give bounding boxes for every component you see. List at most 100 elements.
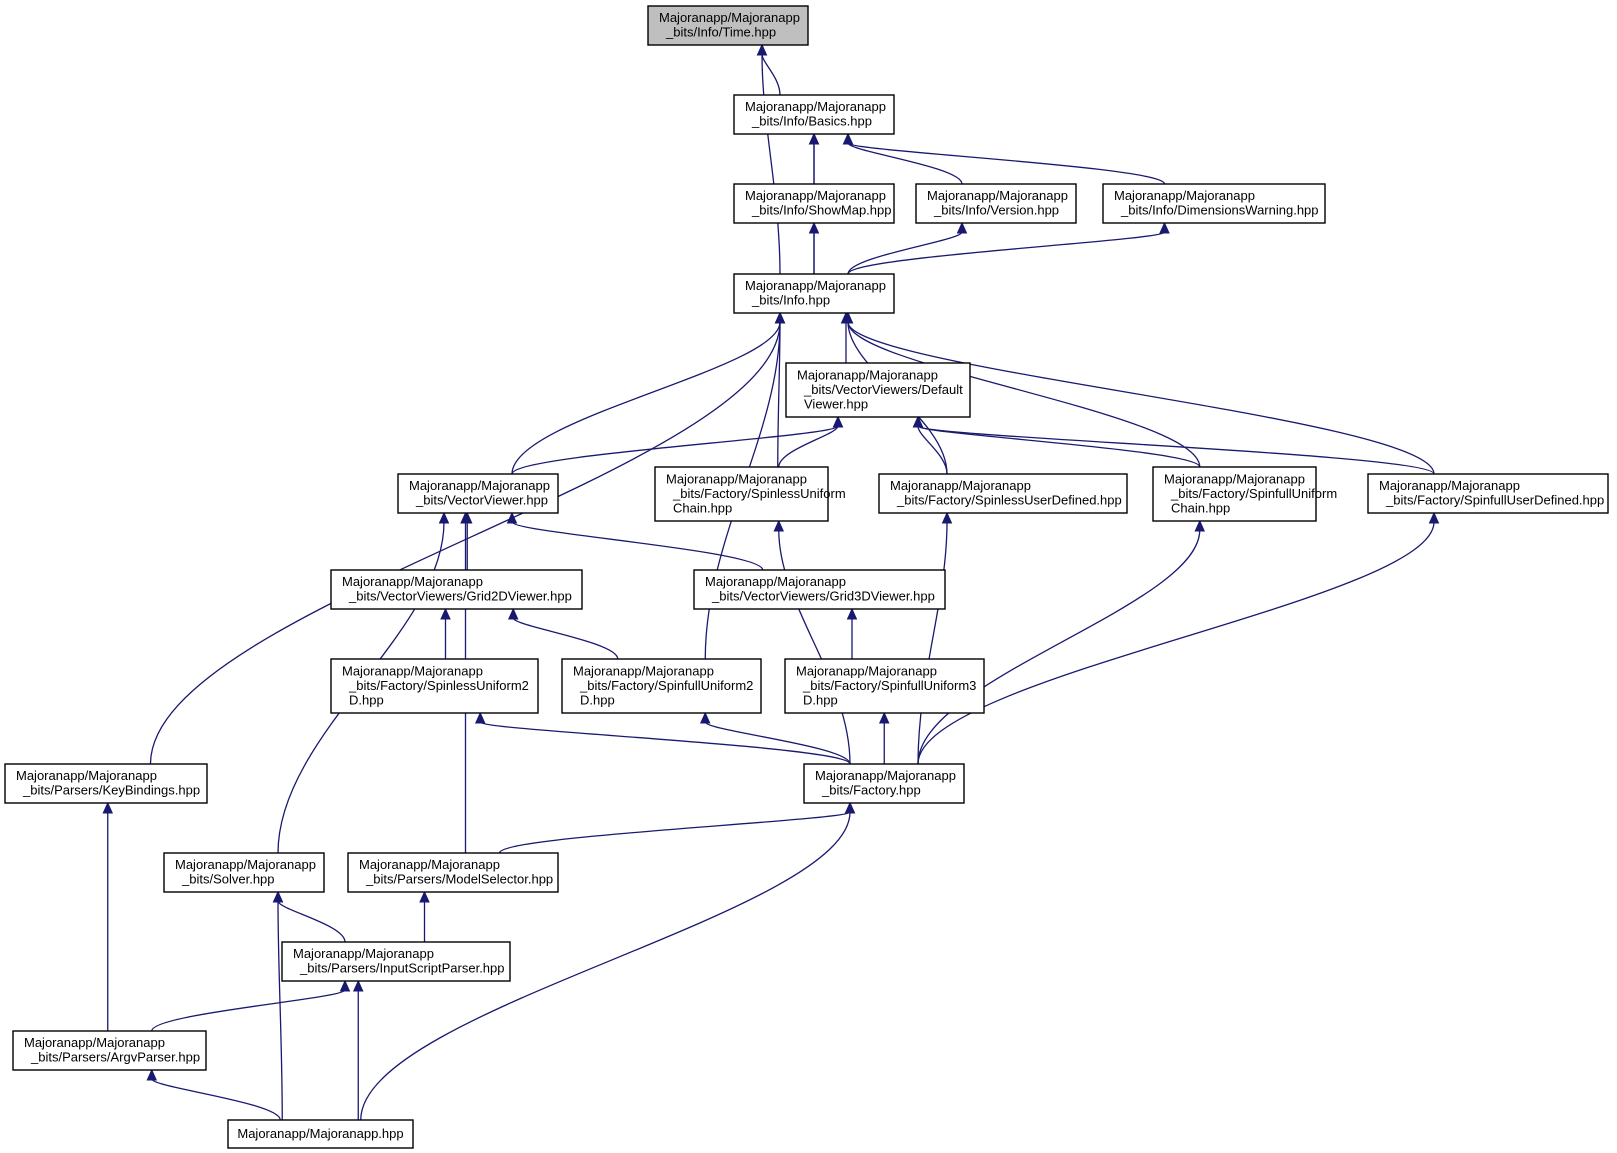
edge-line xyxy=(360,811,851,1121)
edge-spinfulluniform2d-to-grid2d xyxy=(507,607,619,660)
edge-info-to-time xyxy=(756,43,781,275)
edge-majoranapp-to-argvparser xyxy=(146,1068,281,1121)
edge-line xyxy=(498,811,851,854)
edge-factory-to-spinfulluniform2d xyxy=(699,711,851,765)
node-label-line: Majoranapp/Majoranapp xyxy=(745,188,886,203)
node-label-line: Majoranapp/Majoranapp xyxy=(745,278,886,293)
node-modelselector[interactable]: Majoranapp/Majoranapp_bits/Parsers/Model… xyxy=(347,852,559,893)
node-spinfulluniform2d[interactable]: Majoranapp/Majoranapp_bits/Factory/Spinf… xyxy=(561,658,762,714)
edge-arrowhead-icon xyxy=(832,415,844,428)
node-label-line: Majoranapp/Majoranapp xyxy=(573,663,714,678)
node-argvparser[interactable]: Majoranapp/Majoranapp_bits/Parsers/ArgvP… xyxy=(12,1030,207,1071)
node-vectorviewer[interactable]: Majoranapp/Majoranapp_bits/VectorViewer.… xyxy=(397,473,559,514)
node-basics[interactable]: Majoranapp/Majoranapp_bits/Info/Basics.h… xyxy=(733,94,895,135)
edge-info-to-dimwarn xyxy=(847,221,1170,275)
edge-line xyxy=(778,529,851,765)
nodes-layer: Majoranapp/Majoranapp_bits/Info/Time.hpp… xyxy=(4,5,1609,1149)
node-grid2d[interactable]: Majoranapp/Majoranapp_bits/VectorViewers… xyxy=(330,569,583,610)
node-box xyxy=(693,569,946,610)
edge-vectorviewer-to-defaultviewer xyxy=(511,415,844,475)
edge-info-to-showmap xyxy=(808,221,820,275)
edge-line xyxy=(277,900,346,943)
edges-layer xyxy=(102,43,1440,1121)
edge-modelselector-to-factory xyxy=(498,801,856,854)
edge-arrowhead-icon xyxy=(506,511,518,524)
node-showmap[interactable]: Majoranapp/Majoranapp_bits/Info/ShowMap.… xyxy=(733,183,895,224)
edge-spinlessuniform2d-to-grid2d xyxy=(440,607,451,660)
node-label-line: Majoranapp/Majoranapp xyxy=(1164,471,1305,486)
edge-line xyxy=(277,900,283,1121)
edge-line xyxy=(512,617,619,660)
edge-arrowhead-icon xyxy=(474,711,486,724)
node-spinlessuniformchain[interactable]: Majoranapp/Majoranapp_bits/Factory/Spinl… xyxy=(654,466,846,522)
node-spinfulluniform3d[interactable]: Majoranapp/Majoranapp_bits/Factory/Spinf… xyxy=(784,658,985,714)
node-label-line: Majoranapp/Majoranapp xyxy=(359,857,500,872)
edge-arrowhead-icon xyxy=(878,711,890,724)
edge-arrowhead-icon xyxy=(440,607,451,620)
node-box xyxy=(330,658,539,714)
node-label-line: _bits/Factory/SpinlessUniform2 xyxy=(348,678,529,693)
node-inputscript[interactable]: Majoranapp/Majoranapp_bits/Parsers/Input… xyxy=(281,941,511,982)
node-spinfulluniformchain[interactable]: Majoranapp/Majoranapp_bits/Factory/Spinf… xyxy=(1152,466,1337,522)
node-box xyxy=(915,183,1077,224)
node-label-line: Majoranapp/Majoranapp xyxy=(796,663,937,678)
node-spinfulluserdefined[interactable]: Majoranapp/Majoranapp_bits/Factory/Spinf… xyxy=(1367,473,1609,514)
node-label-line: Majoranapp/Majoranapp xyxy=(409,478,550,493)
edge-line xyxy=(917,529,1201,765)
node-info[interactable]: Majoranapp/Majoranapp_bits/Info.hpp xyxy=(733,273,895,314)
edge-line xyxy=(778,425,839,468)
node-label-line: _bits/VectorViewers/Default xyxy=(803,382,963,397)
node-label-line: D.hpp xyxy=(349,692,384,707)
node-version[interactable]: Majoranapp/Majoranapp_bits/Info/Version.… xyxy=(915,183,1077,224)
edge-line xyxy=(847,231,1166,275)
node-majoranapp[interactable]: Majoranapp/Majoranapp.hpp xyxy=(227,1119,414,1149)
node-box xyxy=(647,5,809,46)
edge-arrowhead-icon xyxy=(808,132,820,145)
edge-line xyxy=(511,521,764,571)
edge-arrowhead-icon xyxy=(756,43,768,56)
edge-arrowhead-icon xyxy=(808,221,820,234)
node-label-line: _bits/Info/Time.hpp xyxy=(665,25,776,40)
node-box xyxy=(733,94,895,135)
edge-line xyxy=(761,53,781,275)
node-dimwarn[interactable]: Majoranapp/Majoranapp_bits/Info/Dimensio… xyxy=(1102,183,1326,224)
edge-arrowhead-icon xyxy=(460,511,471,524)
node-time[interactable]: Majoranapp/Majoranapp_bits/Info/Time.hpp xyxy=(647,5,809,46)
edge-arrowhead-icon xyxy=(941,511,953,524)
node-keybindings[interactable]: Majoranapp/Majoranapp_bits/Parsers/KeyBi… xyxy=(4,763,208,804)
edge-factory-to-spinlessuniform2d xyxy=(474,711,851,765)
edge-arrowhead-icon xyxy=(438,511,450,524)
node-spinlessuserdefined[interactable]: Majoranapp/Majoranapp_bits/Factory/Spinl… xyxy=(878,473,1128,514)
edge-line xyxy=(847,231,963,275)
node-label-line: Majoranapp/Majoranapp xyxy=(797,367,938,382)
edge-arrowhead-icon xyxy=(339,979,351,992)
edge-line xyxy=(761,53,781,96)
edge-arrowhead-icon xyxy=(773,519,785,532)
node-label-line: _bits/Parsers/ModelSelector.hpp xyxy=(365,872,553,887)
node-defaultviewer[interactable]: Majoranapp/Majoranapp_bits/VectorViewers… xyxy=(785,362,971,418)
node-label-line: Majoranapp/Majoranapp xyxy=(745,99,886,114)
node-box xyxy=(785,362,971,418)
node-box xyxy=(227,1119,414,1149)
edge-factory-to-spinfulluniformchain xyxy=(917,519,1206,765)
node-box xyxy=(4,763,208,804)
edge-majoranapp-to-inputscript xyxy=(352,979,364,1120)
node-label-line: _bits/Parsers/KeyBindings.hpp xyxy=(22,783,200,798)
edge-arrowhead-icon xyxy=(1194,519,1206,532)
node-label-line: Majoranapp/Majoranapp xyxy=(659,10,800,25)
node-box xyxy=(784,658,985,714)
node-label-line: _bits/VectorViewers/Grid3DViewer.hpp xyxy=(711,589,935,604)
node-box xyxy=(878,473,1128,514)
node-label-line: _bits/Info/Version.hpp xyxy=(933,203,1059,218)
edge-arrowhead-icon xyxy=(956,221,968,234)
node-box xyxy=(163,852,325,893)
node-label-line: Majoranapp/Majoranapp xyxy=(666,471,807,486)
edge-line xyxy=(151,1078,281,1121)
node-label-line: Majoranapp/Majoranapp xyxy=(16,768,157,783)
node-spinlessuniform2d[interactable]: Majoranapp/Majoranapp_bits/Factory/Spinl… xyxy=(330,658,539,714)
node-grid3d[interactable]: Majoranapp/Majoranapp_bits/VectorViewers… xyxy=(693,569,946,610)
node-box xyxy=(347,852,559,893)
node-factory[interactable]: Majoranapp/Majoranapp_bits/Factory.hpp xyxy=(803,763,965,804)
node-solver[interactable]: Majoranapp/Majoranapp_bits/Solver.hpp xyxy=(163,852,325,893)
edge-arrowhead-icon xyxy=(352,979,364,992)
